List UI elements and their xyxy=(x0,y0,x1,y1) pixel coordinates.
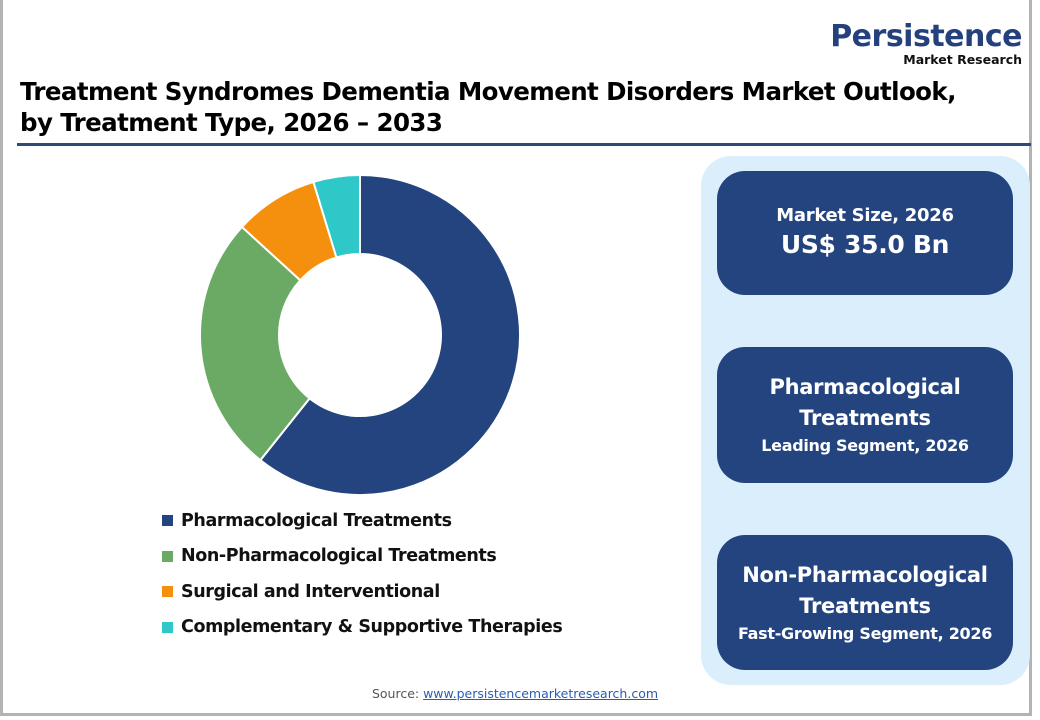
legend-item-surgical: Surgical and Interventional xyxy=(162,574,562,610)
page-title: Treatment Syndromes Dementia Movement Di… xyxy=(20,76,956,138)
title-underline xyxy=(17,143,1031,146)
fastest-segment-line2: Treatments xyxy=(799,593,931,618)
leading-segment-line2: Treatments xyxy=(799,406,931,430)
legend-label: Pharmacological Treatments xyxy=(181,510,452,531)
leading-segment-caption: Leading Segment, 2026 xyxy=(761,436,969,455)
title-line-2: by Treatment Type, 2026 – 2033 xyxy=(20,108,443,137)
legend-swatch xyxy=(162,515,173,527)
legend-item-complementary: Complementary & Supportive Therapies xyxy=(162,610,563,646)
chart-legend: Pharmacological Treatments Non-Pharmacol… xyxy=(162,503,563,646)
leading-segment-line1: Pharmacological xyxy=(769,375,961,399)
donut-slice-complementary-supportive-therapies xyxy=(312,174,361,259)
leading-segment-card: Pharmacological Treatments Leading Segme… xyxy=(717,347,1013,483)
legend-label: Surgical and Interventional xyxy=(181,581,440,602)
legend-swatch xyxy=(162,550,173,562)
donut-chart xyxy=(199,174,521,496)
source-label: Source: xyxy=(371,686,424,701)
source-note: Source: www.persistencemarketresearch.co… xyxy=(0,686,1030,701)
legend-label: Complementary & Supportive Therapies xyxy=(181,617,563,638)
fastest-segment-card: Non-Pharmacological Treatments Fast-Grow… xyxy=(717,535,1013,670)
market-size-card: Market Size, 2026 US$ 35.0 Bn xyxy=(717,171,1013,295)
legend-swatch xyxy=(162,586,173,598)
donut-slice-non-pharmacological-treatments xyxy=(199,225,311,462)
legend-item-non-pharmacological: Non-Pharmacological Treatments xyxy=(162,539,562,575)
title-line-1: Treatment Syndromes Dementia Movement Di… xyxy=(20,77,956,106)
donut-slice-pharmacological-treatments xyxy=(258,174,521,496)
logo-brand: Persistence xyxy=(830,19,1022,54)
legend-item-pharmacological: Pharmacological Treatments xyxy=(162,503,562,539)
logo: Persistence Market Research xyxy=(830,22,1022,67)
legend-swatch xyxy=(162,621,173,633)
legend-label: Non-Pharmacological Treatments xyxy=(181,546,497,567)
source-link[interactable]: www.persistencemarketresearch.com xyxy=(423,686,659,701)
fastest-segment-caption: Fast-Growing Segment, 2026 xyxy=(737,623,993,643)
logo-subtitle: Market Research xyxy=(903,52,1022,67)
market-size-label: Market Size, 2026 xyxy=(776,205,954,226)
market-size-value: US$ 35.0 Bn xyxy=(780,230,950,259)
fastest-segment-line1: Non-Pharmacological xyxy=(742,562,988,587)
